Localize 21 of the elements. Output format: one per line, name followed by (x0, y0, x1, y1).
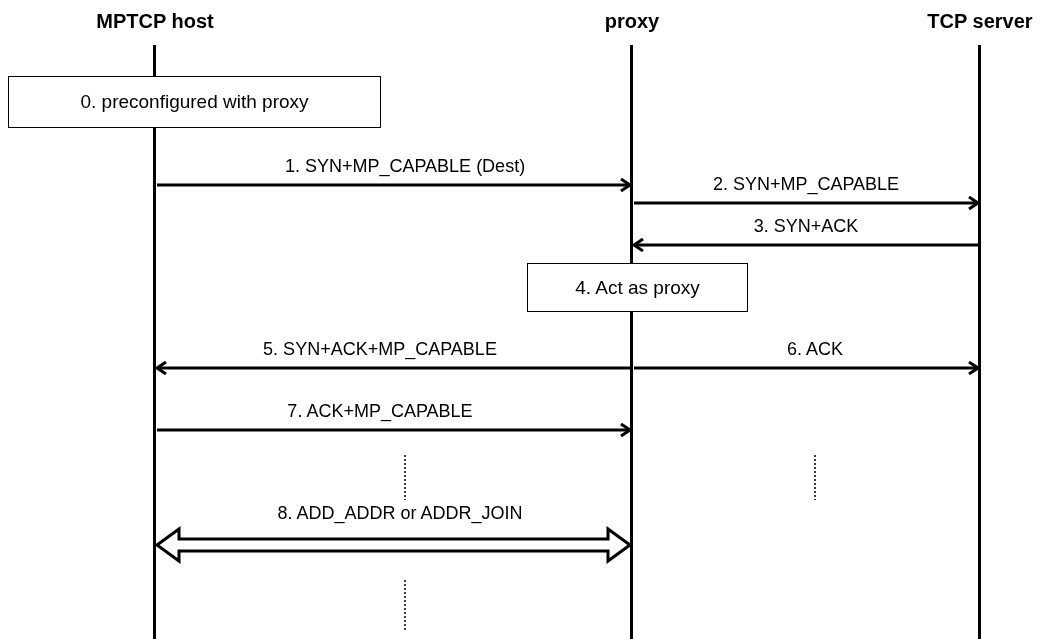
message-arrow (157, 422, 632, 438)
message-arrow (154, 526, 633, 564)
edge-label: 7. ACK+MP_CAPABLE (287, 401, 473, 422)
edge-label: 6. ACK (787, 339, 843, 360)
edge-label: 2. SYN+MP_CAPABLE (712, 174, 900, 195)
participant-label: TCP server (926, 10, 1034, 33)
message-arrow (634, 360, 980, 376)
message-arrow (157, 177, 632, 193)
edge-label: 8. ADD_ADDR or ADDR_JOIN (277, 503, 523, 524)
participant-label: MPTCP host (95, 10, 215, 33)
edge-label: 3. SYN+ACK (753, 216, 859, 237)
note-text: 0. preconfigured with proxy (80, 91, 309, 113)
message-arrow (632, 237, 978, 253)
participant-label: proxy (603, 10, 661, 33)
message-arrow (155, 360, 630, 376)
edge-label: 1. SYN+MP_CAPABLE (Dest) (284, 156, 526, 177)
note-text: 4. Act as proxy (575, 276, 700, 299)
note-box (527, 263, 748, 312)
edge-label: 5. SYN+ACK+MP_CAPABLE (263, 339, 497, 360)
note-box (8, 76, 381, 128)
message-arrow (634, 195, 980, 211)
